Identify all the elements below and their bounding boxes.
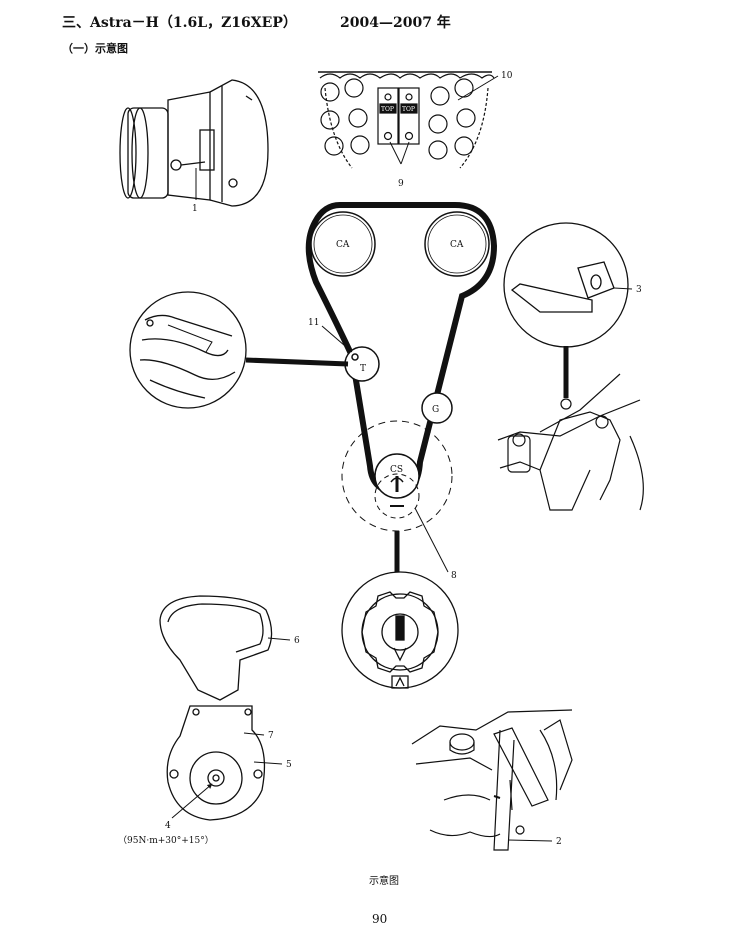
camshaft-pulley-right	[424, 211, 490, 277]
crankshaft-detail-circle	[341, 571, 459, 689]
callout-6: 6	[294, 636, 300, 646]
callout-1: 1	[192, 204, 198, 214]
callout-4: 4	[165, 821, 171, 831]
pulley-g: G	[432, 405, 439, 415]
callout-11: 11	[308, 318, 319, 328]
year-range: 2004—2007 年	[340, 15, 451, 31]
page-title: 三、Astra－H（1.6L，Z16XEP）	[62, 15, 297, 31]
callout-8: 8	[451, 571, 457, 581]
flywheel-lock-detail	[411, 709, 573, 851]
timing-covers	[159, 595, 273, 821]
callout-7: 7	[268, 731, 274, 741]
pulley-ca-left: CA	[336, 240, 350, 250]
pulley-cs: CS	[390, 465, 403, 475]
pulley-t: T	[360, 364, 366, 374]
callout-2: 2	[556, 837, 562, 847]
tensioner-detail-circle	[129, 291, 247, 409]
pulley-ca-right: CA	[450, 240, 464, 250]
idler-pulley	[421, 392, 453, 424]
callout-10: 10	[501, 71, 513, 81]
top-mark-right: TOP	[402, 106, 415, 113]
section-heading: （一）示意图	[62, 42, 128, 55]
locking-tool-detail-circle	[503, 222, 633, 348]
top-mark-left: TOP	[381, 106, 394, 113]
callout-3: 3	[636, 285, 642, 295]
tensioner-assembly	[119, 79, 269, 207]
figure-caption: 示意图	[369, 876, 399, 887]
callout-9: 9	[398, 179, 404, 189]
engine-block-right	[497, 373, 644, 511]
detail-connector-left	[245, 357, 349, 367]
torque-spec: （95N·m+30°+15°）	[118, 835, 214, 846]
camshaft-gears-detail	[318, 71, 495, 169]
callout-5: 5	[286, 760, 292, 770]
pulleys	[310, 211, 490, 499]
page-number: 90	[372, 912, 388, 926]
camshaft-pulley-left	[310, 211, 376, 277]
